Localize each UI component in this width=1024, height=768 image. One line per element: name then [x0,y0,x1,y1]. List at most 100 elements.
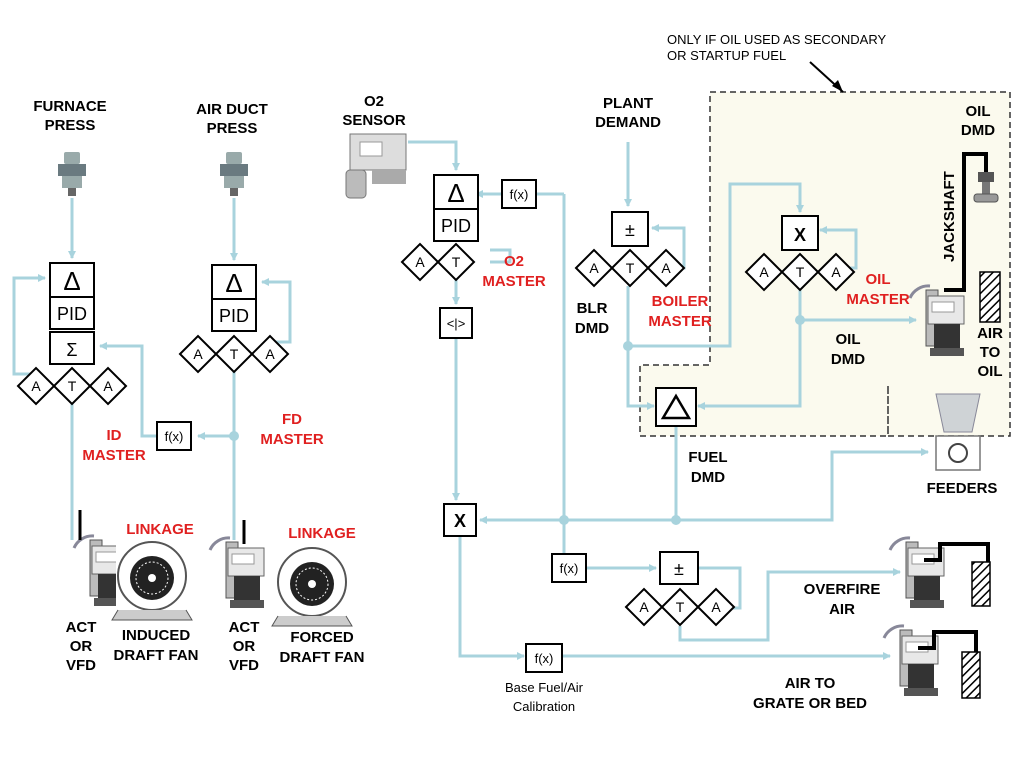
id-sigma-symbol: Σ [66,340,77,360]
fd-auto-a-right: A [265,346,275,362]
base-calibration-label-1: Base Fuel/Air [505,680,584,695]
oil-dmd-label-2: DMD [831,351,865,368]
id-pid-label: PID [57,304,87,324]
overfire-fx-label: f(x) [560,561,579,576]
jackshaft-link [944,152,988,292]
id-auto-a-right: A [103,378,113,394]
o2-switch-block: <|> [439,307,473,339]
id-act-label-2: OR [70,638,93,655]
boiler-master-block: ± A T A [574,211,686,288]
overfire-auto-a-left: A [639,599,649,615]
o2-master-label-1: O2 [504,253,524,270]
id-master-label-1: ID [107,427,122,444]
base-fx-label: f(x) [535,651,554,666]
boiler-auto-t: T [626,260,635,276]
forced-fan-label-1: FORCED [290,629,354,646]
o2-sensor-label-1: O2 [364,93,384,110]
overfire-damper [971,561,991,607]
oil-auto-a-right: A [831,264,841,280]
overfire-fx-block: f(x) [551,553,587,583]
o2-fx-label: f(x) [510,187,529,202]
oil-air-damper [979,271,1001,323]
o2-switch-symbol: <|> [447,316,466,331]
fuel-dmd-label-1: FUEL [688,449,727,466]
oil-master-label-2: MASTER [846,291,910,308]
overfire-auto-a-right: A [711,599,721,615]
fd-auto-a-left: A [193,346,203,362]
boiler-pm-symbol: ± [625,220,635,240]
fd-pid-controller: Δ PID A T A [178,264,290,374]
id-fx-label: f(x) [165,429,184,444]
id-act-label-1: ACT [66,619,97,636]
fd-pid-label: PID [219,306,249,326]
boiler-master-label-2: MASTER [648,313,712,330]
fd-master-label-2: MASTER [260,431,324,448]
o2-pid-controller: Δ PID A T [400,174,479,282]
overfire-air-label-1: OVERFIRE [804,581,881,598]
id-act-label-3: VFD [66,657,96,674]
base-calibration-fx-block: f(x) [525,643,563,673]
o2-master-label-2: MASTER [482,273,546,290]
fuel-dmd-label-2: DMD [691,469,725,486]
air-to-grate-label-2: GRATE OR BED [753,695,867,712]
base-calibration-label-2: Calibration [513,699,575,714]
oil-master-block: X A T A [744,215,856,292]
grate-air-damper [961,651,981,699]
fd-linkage-label: LINKAGE [288,525,356,542]
multiplier-symbol: X [454,511,466,531]
oil-note-line2: OR STARTUP FUEL [667,48,786,63]
air-duct-pressure-transmitter-icon [220,152,248,196]
air-to-oil-label-1: AIR [977,325,1003,342]
air-to-oil-label-3: OIL [978,363,1003,380]
furnace-press-label-2: PRESS [45,117,96,134]
air-to-grate-label-1: AIR TO [785,675,836,692]
o2-fx-block: f(x) [501,179,537,209]
oil-dmd-top-label-1: OIL [966,103,991,120]
o2-pid-label: PID [441,216,471,236]
grate-air-linkage [918,630,978,652]
furnace-press-label-1: FURNACE [33,98,106,115]
oil-valve-icon [973,172,999,203]
id-auto-a-left: A [31,378,41,394]
boiler-auto-a-right: A [661,260,671,276]
id-pid-controller: Δ PID Σ A T A [16,262,128,406]
oil-note-arrowhead [832,80,843,92]
oil-dmd-label-1: OIL [836,331,861,348]
id-auto-t: T [68,378,77,394]
induced-draft-fan-icon [111,537,193,621]
forced-fan-label-2: DRAFT FAN [280,649,365,666]
o2-delta-symbol: Δ [447,178,464,208]
blr-dmd-label-2: DMD [575,320,609,337]
feeders-label: FEEDERS [927,480,998,497]
oil-master-label-1: OIL [866,271,891,288]
fuel-demand-block [655,387,697,427]
overfire-pm-symbol: ± [674,559,684,579]
oil-x-symbol: X [794,225,806,245]
oil-auto-a-left: A [759,264,769,280]
air-duct-press-label-1: AIR DUCT [196,101,268,118]
overfire-auto-t: T [676,599,685,615]
boiler-auto-a-left: A [589,260,599,276]
plant-demand-label-2: DEMAND [595,114,661,131]
plant-demand-label-1: PLANT [603,95,653,112]
overfire-linkage [924,542,990,562]
id-linkage-label: LINKAGE [126,521,194,538]
air-to-oil-label-2: TO [980,344,1001,361]
signal-wires [12,140,929,660]
blr-dmd-label-1: BLR [577,300,608,317]
o2-auto-t: T [452,254,461,270]
oil-dmd-top-label-2: DMD [961,122,995,139]
air-duct-press-label-2: PRESS [207,120,258,137]
o2-sensor-icon [345,133,407,199]
oil-auto-t: T [796,264,805,280]
fd-delta-symbol: Δ [225,268,242,298]
feeder-icon [935,393,981,471]
fd-actuator-icon [208,536,266,610]
furnace-pressure-transmitter-icon [58,152,86,196]
fd-master-label-1: FD [282,411,302,428]
fd-act-label-3: VFD [229,657,259,674]
o2-auto-a: A [415,254,425,270]
induced-fan-label-1: INDUCED [122,627,191,644]
forced-draft-fan-icon [271,543,353,627]
